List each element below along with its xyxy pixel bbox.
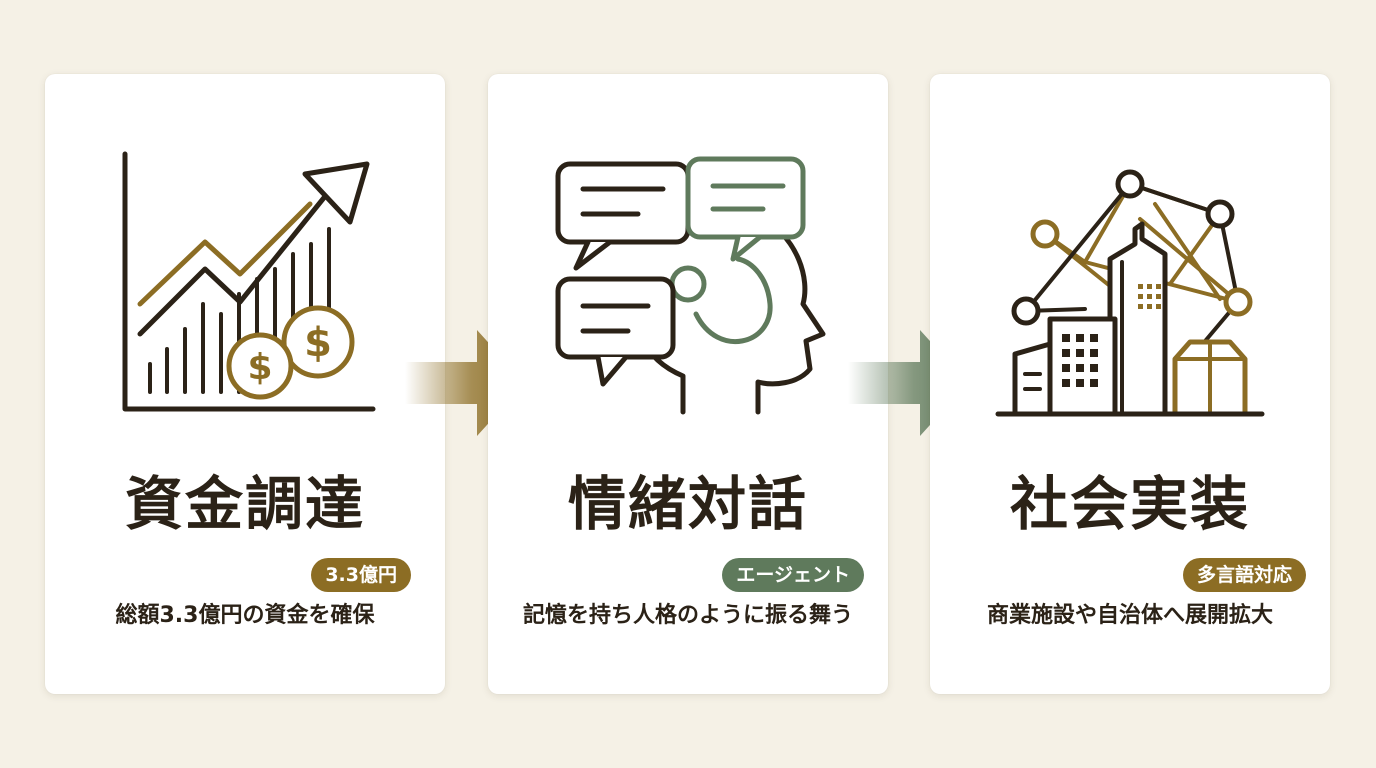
step-badge: 3.3億円 <box>311 558 411 592</box>
step-description: 総額3.3億円の資金を確保 <box>115 603 375 628</box>
step-title: 社会実装 <box>1009 470 1250 538</box>
city-network-icon <box>990 144 1270 424</box>
svg-text:$: $ <box>304 320 332 366</box>
growth-chart-coins-icon: $ $ <box>105 144 385 424</box>
step-badge: 多言語対応 <box>1182 558 1306 592</box>
step-description: 記憶を持ち人格のように振る舞う <box>522 603 853 628</box>
step-title: 資金調達 <box>124 470 365 538</box>
step-title: 情緒対話 <box>567 470 808 538</box>
step-description: 商業施設や自治体へ展開拡大 <box>986 603 1273 628</box>
step-card-emotional-dialogue: 情緒対話 エージェント 記憶を持ち人格のように振る舞う <box>488 74 888 694</box>
step-card-social-implementation: 社会実装 多言語対応 商業施設や自治体へ展開拡大 <box>930 74 1330 694</box>
speech-bubbles-head-icon <box>548 144 828 424</box>
svg-text:$: $ <box>247 347 272 388</box>
step-card-funding: $ $ 資金調達 3.3億円 総額3.3億円の資金を確保 <box>45 74 445 694</box>
step-badge: エージェント <box>722 558 864 592</box>
